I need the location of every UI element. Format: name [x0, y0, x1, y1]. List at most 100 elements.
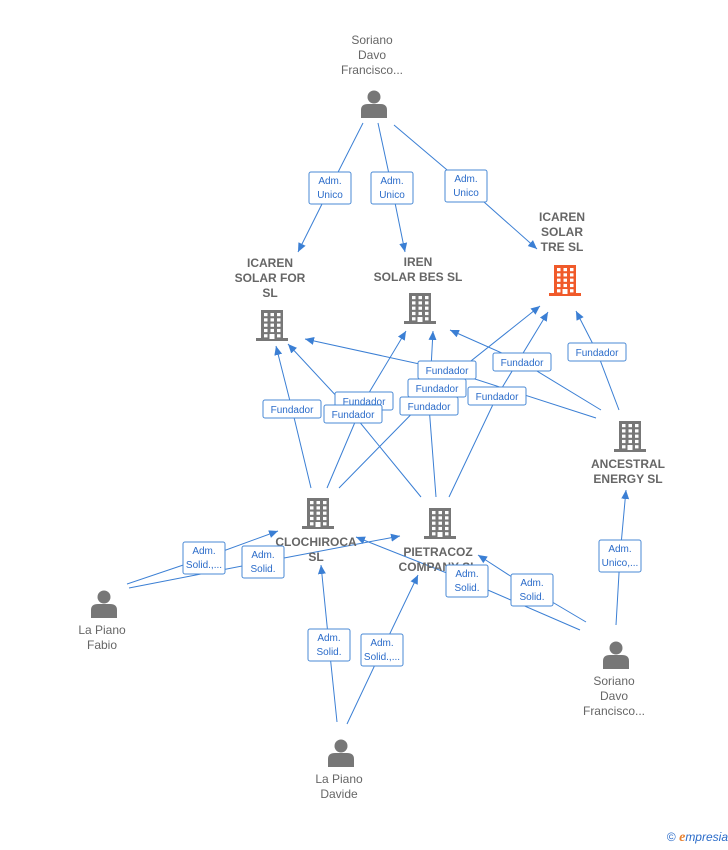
edge-label-line: Adm.	[192, 546, 215, 557]
edge-label-line: Fundador	[343, 397, 386, 408]
node-label: PIETRACOZ	[403, 545, 472, 559]
edge-label-line: Adm.	[318, 176, 341, 187]
edge-label-box	[323, 404, 383, 424]
edge-label-box	[307, 628, 351, 662]
edge-label-line: Fundador	[576, 348, 619, 359]
building-icon	[404, 293, 436, 324]
edge-label-box	[598, 539, 642, 573]
edge-label-box	[182, 541, 226, 575]
edge-label-box	[444, 169, 488, 203]
edge-label-line: Fundador	[332, 410, 375, 421]
person-icon	[603, 641, 629, 669]
node-label: La Piano	[315, 772, 363, 786]
edge-label-box	[360, 633, 404, 667]
brand-name: mpresia	[685, 830, 728, 844]
edge-label[interactable]: Adm.Unico	[444, 169, 488, 203]
edge-label[interactable]: Adm. Unico	[370, 171, 414, 205]
edge-label[interactable]: Adm.Solid.,...	[182, 541, 226, 575]
edge-label-line: Solid.	[454, 583, 479, 594]
edge-label-line: Fundador	[271, 405, 314, 416]
node-label: Soriano	[593, 674, 635, 688]
node-label: TRE SL	[541, 240, 584, 254]
node-label: ICAREN	[247, 256, 293, 270]
node-label: ANCESTRAL	[591, 457, 665, 471]
edge-label-line: Adm.	[455, 569, 478, 580]
edge-label-line: Unico,...	[602, 558, 639, 569]
edge-label[interactable]: Adm.Solid.,...	[360, 633, 404, 667]
edge-label[interactable]: Adm. Solid.	[307, 628, 351, 662]
edge-label-box	[567, 342, 627, 362]
edge-label[interactable]: Fundador	[467, 386, 527, 406]
edge-label-line: Solid.	[250, 564, 275, 575]
person-icon	[91, 590, 117, 618]
node-label: Davide	[320, 787, 358, 801]
node-label: SOLAR BES SL	[374, 270, 463, 284]
footer-brand: © empresia	[667, 830, 728, 846]
edge-label[interactable]: Fundador	[407, 378, 467, 398]
edge-label-box	[308, 171, 352, 205]
edge-label-line: Adm.	[608, 544, 631, 555]
edge-labels-layer: Adm.UnicoAdm.UnicoAdm.UnicoFundadorFunda…	[182, 169, 642, 667]
building-icon	[614, 421, 646, 452]
edge-label-line: Unico	[379, 190, 405, 201]
edge-label-line: Adm.	[317, 633, 340, 644]
edge-label-line: Fundador	[408, 402, 451, 413]
edge-label-box	[467, 386, 527, 406]
edge-label[interactable]: Fundador	[262, 399, 322, 419]
node-label: Davo	[358, 48, 386, 62]
node-label: La Piano	[78, 623, 126, 637]
edge-label-line: Solid.	[316, 647, 341, 658]
node-sdf_top[interactable]: SorianoDavoFrancisco...	[341, 33, 403, 118]
edge-label-box	[370, 171, 414, 205]
edge-label[interactable]: Adm. Solid.	[445, 564, 489, 598]
node-label: IREN	[404, 255, 433, 269]
edge-label[interactable]: Adm. Unico,...	[598, 539, 642, 573]
edge-label-box	[445, 564, 489, 598]
node-label: SOLAR FOR	[235, 271, 306, 285]
edge-label-box	[510, 573, 554, 607]
edge-label-line: Adm.	[380, 176, 403, 187]
brand-logo-e: e	[679, 830, 686, 845]
node-label: SL	[262, 286, 277, 300]
node-label: Davo	[600, 689, 628, 703]
copyright-symbol: ©	[666, 830, 676, 844]
edge-label[interactable]: Adm.Solid.	[241, 545, 285, 579]
edge-label-line: Adm.	[520, 578, 543, 589]
node-sdf_bottom[interactable]: SorianoDavoFrancisco...	[583, 641, 645, 719]
building-icon	[256, 310, 288, 341]
node-label: SL	[308, 550, 323, 564]
node-label: ENERGY SL	[593, 472, 662, 486]
edge-label[interactable]: Fundador	[399, 396, 459, 416]
node-label: CLOCHIROCA	[275, 535, 357, 549]
node-label: SOLAR	[541, 225, 583, 239]
edge-label[interactable]: Fundador	[323, 404, 383, 424]
edge-label-box	[399, 396, 459, 416]
edge-label-line: Fundador	[416, 384, 459, 395]
person-icon	[328, 739, 354, 767]
node-label: ICAREN	[539, 210, 585, 224]
edge-label[interactable]: Fundador	[417, 360, 477, 380]
edge-label-line: Fundador	[501, 358, 544, 369]
person-icon	[361, 90, 387, 118]
edge-label[interactable]: Fundador	[567, 342, 627, 362]
edge-label-box	[262, 399, 322, 419]
edge-label-line: Unico	[453, 188, 479, 199]
node-label: Soriano	[351, 33, 393, 47]
edge-label[interactable]: Adm.Solid.	[510, 573, 554, 607]
edge-label[interactable]: Fundador	[492, 352, 552, 372]
node-label: Francisco...	[341, 63, 403, 77]
edge-label[interactable]: Adm.Unico	[308, 171, 352, 205]
edge-label-line: Fundador	[476, 392, 519, 403]
building-icon	[424, 508, 456, 539]
edge-label-line: Adm.	[370, 638, 393, 649]
